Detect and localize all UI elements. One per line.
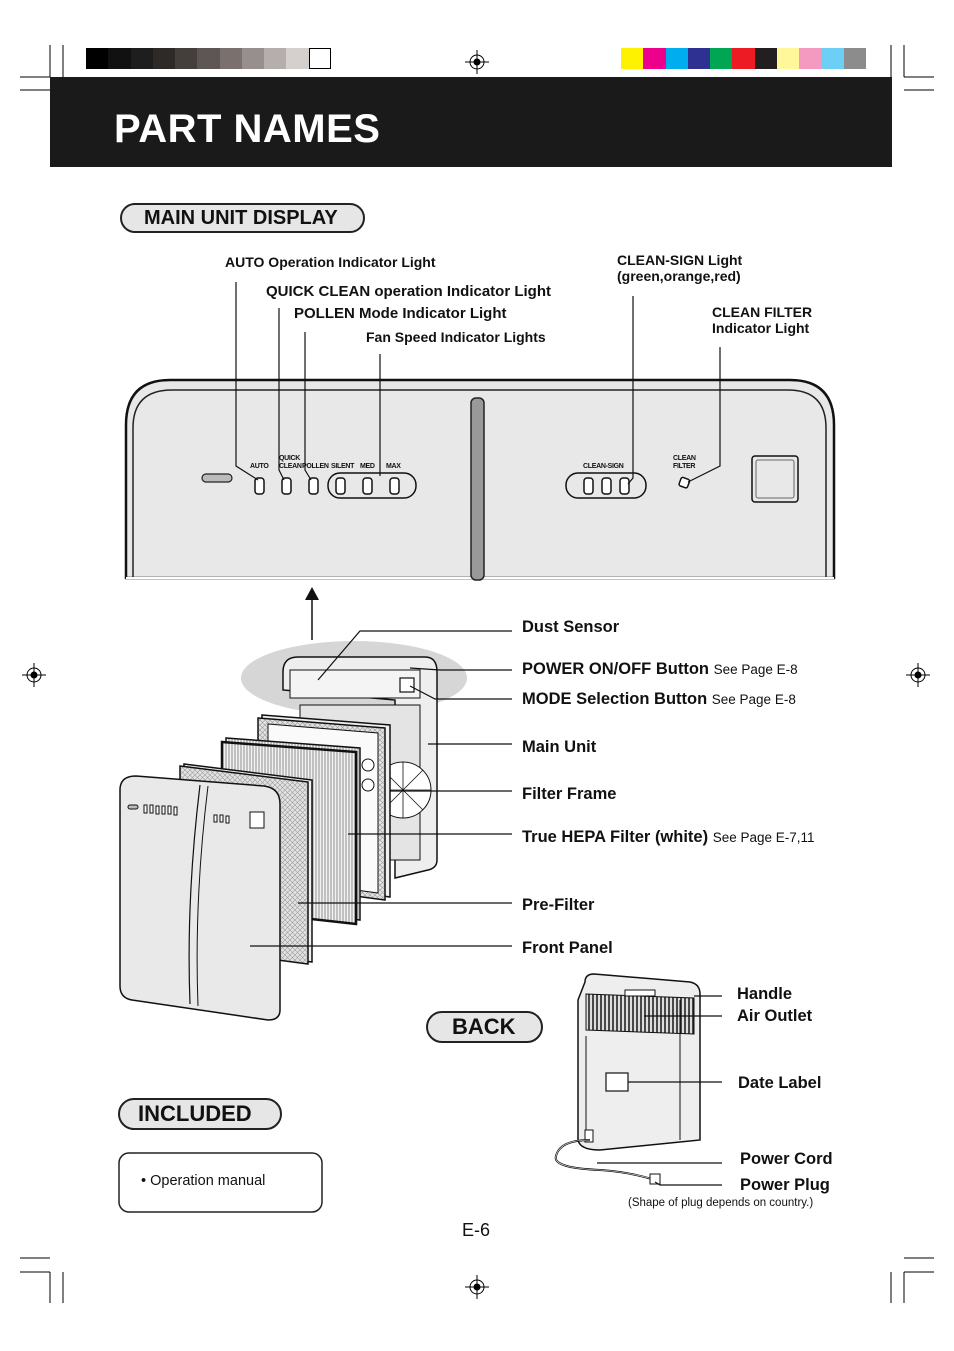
main-unit-label: Main Unit [522, 738, 597, 756]
main-unit-display-heading: MAIN UNIT DISPLAY [120, 203, 365, 233]
color-swatch [687, 48, 711, 69]
back-heading: BACK [426, 1011, 543, 1043]
power-button-label-row: POWER ON/OFF Button See Page E-8 [522, 660, 798, 679]
page-title: PART NAMES [114, 107, 381, 151]
hepa-filter-label-row: True HEPA Filter (white) See Page E-7,11 [522, 828, 815, 847]
color-swatch [643, 48, 667, 69]
fan-speed-indicator-label: Fan Speed Indicator Lights [366, 329, 546, 345]
panel-text-clean-filter-1: CLEAN [673, 455, 696, 462]
hepa-filter-page-ref: See Page E-7,11 [712, 830, 815, 845]
grey-swatch [175, 48, 198, 69]
display-leader-lines [235, 282, 721, 485]
included-box [118, 1152, 323, 1213]
color-swatch [843, 48, 867, 69]
handle-label: Handle [737, 985, 793, 1003]
panel-text-pollen: POLLEN [302, 463, 329, 470]
grey-swatch [308, 48, 332, 69]
auto-indicator-label: AUTO Operation Indicator Light [225, 254, 436, 270]
back-leader-lines [597, 995, 722, 1186]
pre-filter-label: Pre-Filter [522, 896, 595, 914]
plug-shape-note: (Shape of plug depends on country.) [628, 1197, 814, 1209]
grey-swatch [241, 48, 265, 69]
panel-text-clean-sign: CLEAN-SIGN [583, 463, 624, 470]
grey-swatch [219, 48, 243, 69]
hepa-filter-label: True HEPA Filter (white) [522, 828, 709, 846]
back-view-unit [554, 973, 701, 1185]
color-swatch [710, 48, 733, 69]
grey-swatch [108, 48, 132, 69]
display-panel-drawing [124, 378, 836, 581]
panel-text-max: MAX [386, 463, 401, 470]
included-item: • Operation manual [141, 1173, 266, 1189]
clean-filter-label-line2: Indicator Light [712, 320, 810, 336]
color-swatch [776, 48, 800, 69]
power-plug-label: Power Plug [740, 1176, 830, 1194]
power-cord-label: Power Cord [740, 1150, 833, 1168]
part-leader-lines [250, 630, 512, 947]
mode-button-label: MODE Selection Button [522, 690, 708, 708]
air-outlet-label: Air Outlet [737, 1007, 813, 1025]
clean-filter-label-line1: CLEAN FILTER [712, 304, 813, 320]
color-swatch [732, 48, 756, 69]
grey-swatch [86, 48, 109, 69]
color-swatch [621, 48, 644, 69]
grey-swatch [264, 48, 287, 69]
arrow-head [305, 587, 319, 600]
grey-swatch [286, 48, 310, 69]
registration-targets [22, 50, 930, 1299]
grey-swatch [197, 48, 221, 69]
front-panel-label: Front Panel [522, 939, 613, 957]
pollen-indicator-label: POLLEN Mode Indicator Light [294, 305, 507, 322]
filter-frame-label: Filter Frame [522, 785, 617, 803]
exploded-front-panel [119, 775, 281, 1021]
mode-button-page-ref: See Page E-8 [711, 692, 796, 707]
page-number: E-6 [462, 1220, 491, 1240]
panel-text-silent: SILENT [331, 463, 355, 470]
power-button-page-ref: See Page E-8 [713, 662, 798, 677]
grey-registration-bar [86, 48, 332, 69]
panel-text-clean-filter-2: FILTER [673, 463, 696, 470]
color-swatch [665, 48, 689, 69]
crop-marks [20, 45, 934, 1303]
color-swatch [799, 48, 822, 69]
color-swatch [754, 48, 778, 69]
quick-clean-indicator-label: QUICK CLEAN operation Indicator Light [266, 283, 551, 300]
grey-swatch [152, 48, 176, 69]
mode-button-label-row: MODE Selection Button See Page E-8 [522, 690, 796, 709]
panel-text-auto: AUTO [250, 463, 269, 470]
title-bar: PART NAMES [50, 77, 892, 167]
panel-text-med: MED [360, 463, 375, 470]
color-swatch [821, 48, 845, 69]
power-button-label: POWER ON/OFF Button [522, 660, 709, 678]
dust-sensor-label: Dust Sensor [522, 618, 620, 636]
color-registration-bar [621, 48, 867, 69]
panel-text-clean: CLEAN [279, 463, 302, 470]
clean-sign-label-line1: CLEAN-SIGN Light [617, 252, 743, 268]
grey-swatch [130, 48, 154, 69]
clean-sign-label-line2: (green,orange,red) [617, 268, 741, 284]
date-label-label: Date Label [738, 1074, 822, 1092]
included-heading: INCLUDED [118, 1098, 282, 1130]
panel-text-quick: QUICK [279, 455, 301, 462]
